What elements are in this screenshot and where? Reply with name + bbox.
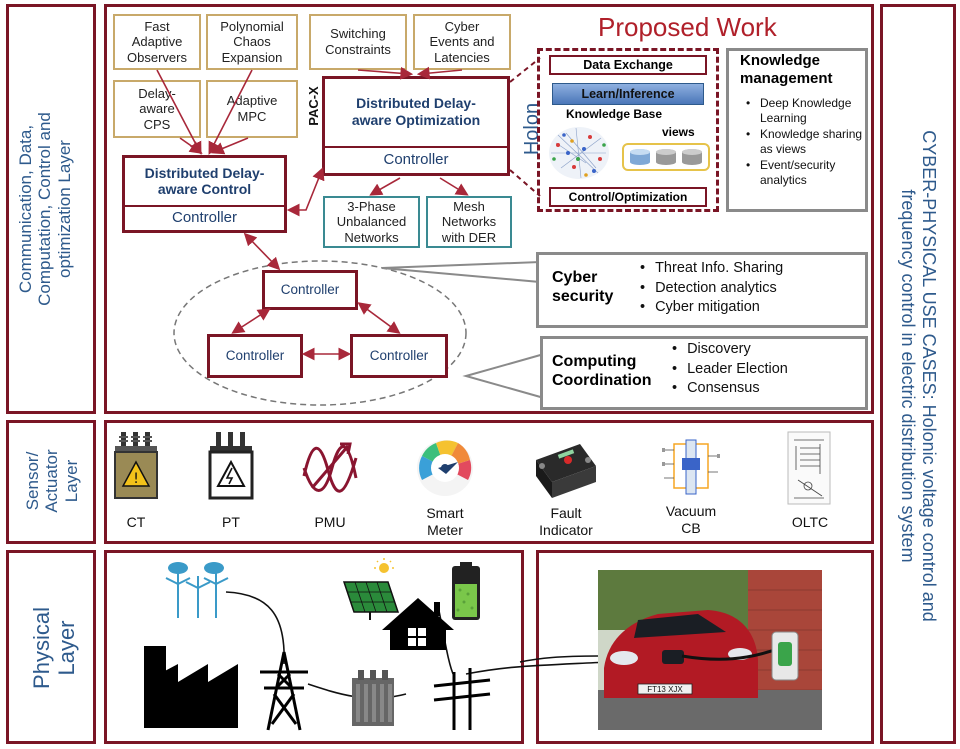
distributed-control-title: Distributed Delay- aware Control	[144, 164, 265, 198]
km-item: Deep Knowledge Learning	[746, 96, 866, 126]
views-databases	[622, 143, 710, 171]
method-switching-constraints: Switching Constraints	[309, 14, 407, 70]
database-icon	[656, 149, 676, 165]
sensor-ct-label: CT	[126, 514, 146, 530]
pmu-icon	[302, 442, 358, 493]
sensor-pmu-label: PMU	[314, 514, 346, 530]
svg-text:!: !	[133, 471, 139, 487]
sensor-smart-meter-label: Smart Meter	[426, 505, 464, 538]
distributed-control-box: Distributed Delay- aware Control Control…	[122, 155, 287, 233]
method-polynomial-chaos: Polynomial Chaos Expansion	[206, 14, 298, 70]
physical-layer-label-frame	[6, 550, 96, 744]
controller-cluster-ellipse	[173, 260, 467, 406]
knowledge-management-list: Deep Knowledge Learning Knowledge sharin…	[746, 96, 866, 189]
transmission-tower	[260, 651, 308, 731]
oltc-icon	[787, 431, 831, 505]
cluster-controller-top: Controller	[262, 270, 358, 310]
sensor-pt-label: PT	[222, 514, 240, 530]
database-icon	[630, 149, 650, 165]
current-transformer-icon: !	[114, 432, 158, 499]
distribution-pole	[433, 668, 491, 730]
ev-charging-photo: FT13 XJX	[598, 570, 822, 730]
knowledge-graph-image	[549, 127, 609, 179]
wind-turbines	[165, 562, 229, 618]
sensor-layer-label-frame	[6, 420, 96, 544]
grid-illustration	[144, 558, 609, 731]
fault-indicator-icon	[536, 444, 596, 498]
ev-plate-text: FT13 XJX	[647, 685, 683, 694]
cyber-security-title: Cyber security	[552, 269, 614, 306]
cyber-item: Cyber mitigation	[640, 298, 783, 318]
distributed-control-controller: Controller	[125, 204, 284, 230]
mesh-networks-box: Mesh Networks with DER	[426, 196, 512, 248]
cluster-controller-left: Controller	[207, 334, 303, 378]
coordination-item: Discovery	[672, 340, 788, 360]
sensor-layer-label: Sensor/ Actuator Layer	[22, 449, 81, 513]
coordination-item: Leader Election	[672, 360, 788, 380]
views-label: views	[662, 125, 695, 139]
method-delay-aware-cps: Delay- aware CPS	[113, 80, 201, 138]
cyber-item: Threat Info. Sharing	[640, 259, 783, 279]
sensor-oltc-label: OLTC	[791, 514, 829, 530]
km-item: Event/security analytics	[746, 158, 866, 188]
method-fast-adaptive-observers: Fast Adaptive Observers	[113, 14, 201, 70]
knowledge-management-title: Knowledge management	[740, 52, 833, 87]
three-phase-networks-box: 3-Phase Unbalanced Networks	[323, 196, 420, 248]
solar-panel	[342, 558, 400, 620]
vacuum-cb-icon	[662, 439, 720, 495]
cluster-controller-right: Controller	[350, 334, 448, 378]
battery	[452, 562, 480, 620]
database-icon	[682, 149, 702, 165]
control-optimization-box: Control/Optimization	[549, 187, 707, 207]
coordination-item: Consensus	[672, 379, 788, 399]
house	[382, 598, 454, 650]
physical-layer-label: Physical Layer	[28, 607, 79, 689]
distributed-optimization-controller: Controller	[325, 145, 507, 173]
potential-transformer-icon	[208, 432, 254, 500]
sensor-vacuum-cb-label: Vacuum CB	[665, 503, 717, 536]
smart-meter-icon	[417, 440, 473, 496]
method-cyber-events: Cyber Events and Latencies	[413, 14, 511, 70]
holon-box: Data Exchange Learn/Inference Knowledge …	[537, 48, 719, 212]
learn-inference-box: Learn/Inference	[552, 83, 704, 105]
distributed-optimization-box: Distributed Delay- aware Optimization Co…	[322, 76, 510, 176]
computing-coordination-list: Discovery Leader Election Consensus	[672, 340, 788, 399]
ev-connection-line	[519, 655, 599, 663]
callout-connectors	[381, 260, 545, 400]
cyber-security-list: Threat Info. Sharing Detection analytics…	[640, 259, 783, 318]
distributed-optimization-title: Distributed Delay- aware Optimization	[351, 95, 481, 129]
km-item: Knowledge sharing as views	[746, 127, 866, 157]
computing-coordination-title: Computing Coordination	[552, 353, 652, 390]
use-cases-frame	[880, 4, 956, 744]
proposed-work-title: Proposed Work	[598, 12, 777, 42]
ground-transformer	[352, 670, 394, 726]
comm-layer-label-frame	[6, 4, 96, 414]
cyber-item: Detection analytics	[640, 279, 783, 299]
diagram-arrows	[156, 57, 541, 361]
sensor-fault-indicator-label: Fault Indicator	[539, 505, 593, 538]
knowledge-base-label: Knowledge Base	[566, 107, 663, 121]
factory	[144, 646, 238, 728]
data-exchange-box: Data Exchange	[549, 55, 707, 75]
